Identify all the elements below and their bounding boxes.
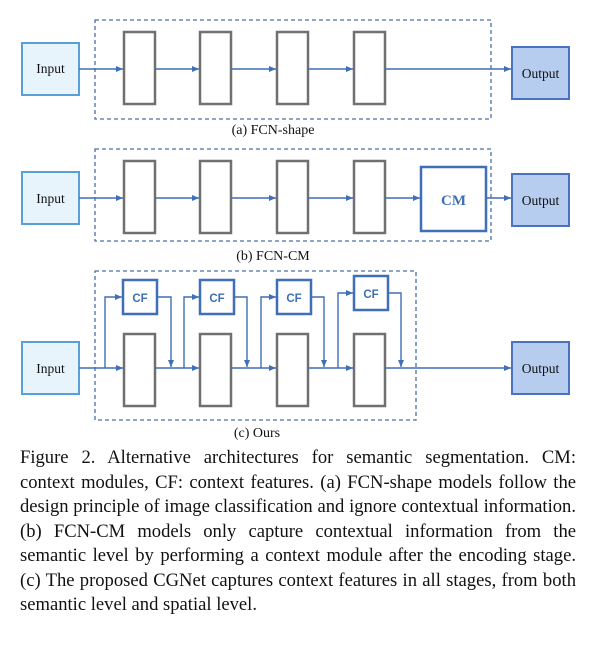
panel-b-cm-label: CM	[441, 193, 466, 209]
panel-b: Input Output CM (b) FCN-CM	[21, 148, 570, 264]
panel-c-cf-label-4: CF	[363, 289, 378, 301]
panel-c-cf-label-3: CF	[286, 293, 301, 305]
panel-a-output-box	[511, 46, 570, 100]
panel-a-block-4	[352, 30, 387, 106]
panel-b-block-2	[198, 159, 233, 235]
architecture-diagram: Input Output (a) FCN-shape Input Output …	[21, 19, 570, 441]
panel-a-block-2	[198, 30, 233, 106]
panel-c-return-2	[234, 296, 250, 367]
panel-c-block-2	[198, 332, 233, 408]
panel-b-block-4	[352, 159, 387, 235]
panel-c-output-box	[511, 341, 570, 395]
panel-a-block-3	[275, 30, 310, 106]
panel-c-output-label: Output	[522, 361, 560, 376]
panel-c-dashed-frame	[94, 270, 417, 421]
panel-b-block-3	[275, 159, 310, 235]
panel-a-block-1	[122, 30, 157, 106]
panel-c-input-label: Input	[36, 361, 65, 376]
panel-c-cf-label-2: CF	[209, 293, 224, 305]
panel-c: Input Output CF CF CF CF (c) Ours	[21, 270, 570, 441]
panel-a-caption: (a) FCN-shape	[232, 123, 315, 138]
panel-c-caption: (c) Ours	[234, 426, 280, 441]
panel-c-branch-2	[183, 294, 199, 368]
panel-c-return-4	[388, 292, 404, 367]
panel-c-return-1	[157, 296, 174, 367]
panel-a-output-label: Output	[522, 66, 560, 81]
panel-c-branch-1	[104, 294, 122, 368]
panel-c-block-1	[122, 332, 157, 408]
panel-c-branch-4	[337, 290, 353, 368]
figure-caption: Figure 2. Alternative architectures for …	[20, 447, 576, 615]
panel-c-block-3	[275, 332, 310, 408]
panel-b-output-box	[511, 173, 570, 227]
panel-b-cm-box	[419, 165, 488, 233]
panel-b-input-label: Input	[36, 191, 65, 206]
panel-c-return-3	[311, 296, 327, 367]
panel-b-caption: (b) FCN-CM	[236, 249, 310, 264]
panel-a-input-label: Input	[36, 61, 65, 76]
panel-b-block-1	[122, 159, 157, 235]
panel-b-dashed-frame	[94, 148, 492, 242]
panel-b-output-label: Output	[522, 193, 560, 208]
panel-c-cf-label-1: CF	[132, 293, 147, 305]
panel-c-branch-3	[260, 294, 276, 368]
panel-b-input-box	[21, 171, 80, 225]
panel-c-block-4	[352, 332, 387, 408]
panel-a: Input Output (a) FCN-shape	[21, 19, 570, 138]
